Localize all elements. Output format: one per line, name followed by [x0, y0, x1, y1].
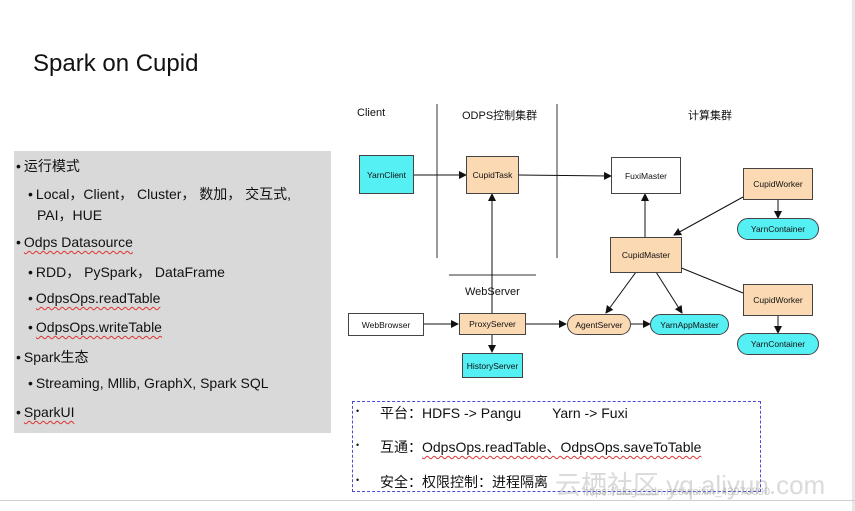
node-cupidmaster: CupidMaster: [610, 237, 682, 273]
header-compute-cluster: 计算集群: [688, 110, 732, 122]
node-cupidworker-bottom: CupidWorker: [743, 284, 813, 316]
note-platform: •平台：HDFS -> Pangu Yarn -> Fuxi: [356, 405, 628, 421]
node-cupidtask: CupidTask: [466, 156, 519, 194]
slide-bottom-divider: [0, 500, 855, 501]
bullet-run-modes: •运行模式: [16, 158, 80, 174]
note-platform-text: HDFS -> Pangu Yarn -> Fuxi: [422, 405, 628, 421]
arrow-master-agentserver: [605, 271, 637, 314]
node-yarnappmaster: YarnAppMaster: [650, 314, 729, 335]
bullet-run-modes-list-cont: PAI，HUE: [37, 207, 103, 223]
note-security: •安全：权限控制：进程隔离: [356, 474, 548, 490]
arrow-master-yarnappmaster: [655, 271, 683, 314]
node-agentserver: AgentServer: [567, 314, 631, 335]
slide-title: Spark on Cupid: [33, 50, 199, 77]
arrow-worker-top-master: [673, 196, 744, 236]
node-cupidworker-top: CupidWorker: [743, 168, 813, 200]
arrow-cupidtask-fuximaster: [517, 171, 612, 180]
bullet-run-modes-list: •Local，Client， Cluster， 数加， 交互式,: [28, 186, 292, 202]
notes-box: [352, 401, 761, 492]
node-fuximaster: FuxiMaster: [611, 157, 681, 194]
note-interop: •互通：OdpsOps.readTable、OdpsOps.saveToTabl…: [356, 439, 702, 455]
node-historyserver: HistoryServer: [462, 353, 523, 378]
bullet-sparkui: •SparkUI: [16, 404, 75, 420]
bullet-panel: [14, 151, 331, 433]
note-security-text: 权限控制：进程隔离: [422, 474, 548, 490]
bullet-spark-ecosystem: •Spark生态: [16, 349, 89, 365]
header-odps-cluster: ODPS控制集群: [462, 110, 538, 122]
bullet-writetable: •OdpsOps.writeTable: [28, 319, 162, 335]
node-webbrowser: WebBrowser: [348, 313, 424, 336]
node-yarncontainer-bottom: YarnContainer: [737, 333, 819, 355]
node-yarnclient: YarnClient: [359, 155, 414, 194]
watermark-url: https://blog.csdn.net/weixin_43970890: [583, 486, 771, 498]
node-yarncontainer-top: YarnContainer: [737, 218, 819, 240]
slide-edge: [852, 0, 855, 511]
node-proxyserver: ProxyServer: [459, 313, 526, 335]
note-interop-text: OdpsOps.readTable、OdpsOps.saveToTable: [422, 439, 702, 455]
watermark: 云栖社区 yq.aliyun.com: [555, 470, 826, 500]
arrow-worker-bottom-master: [673, 263, 744, 294]
header-client: Client: [357, 107, 386, 119]
bullet-ecosystem-list: •Streaming, Mllib, GraphX, Spark SQL: [28, 375, 269, 391]
bullet-odps-datasource: •Odps Datasource: [16, 234, 133, 250]
header-webserver: WebServer: [465, 286, 520, 298]
bullet-rdd: •RDD， PySpark， DataFrame: [28, 264, 225, 280]
bullet-readtable: •OdpsOps.readTable: [28, 290, 161, 306]
